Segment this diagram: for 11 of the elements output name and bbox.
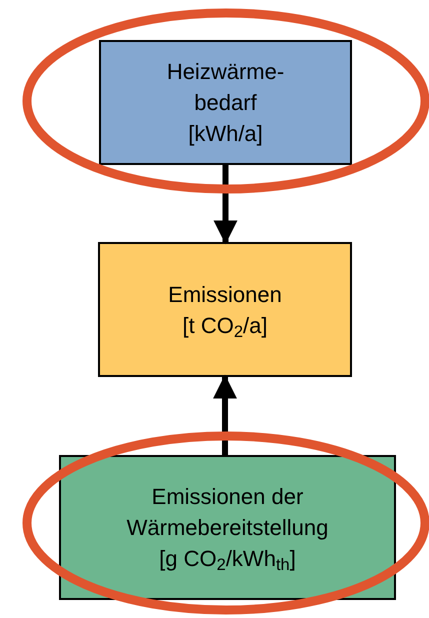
box-label: [g CO$_{2}$/kWh$_{th}$] xyxy=(159,545,296,574)
arrow xyxy=(213,374,237,455)
process-box xyxy=(98,242,352,377)
box-label: [t CO$_{2}$/a] xyxy=(182,312,268,340)
box-label: Emissionen xyxy=(168,280,282,308)
arrow xyxy=(214,165,238,244)
process-box xyxy=(99,40,352,165)
process-box xyxy=(59,455,396,600)
box-label: Heizwärme-bedarf xyxy=(166,58,286,117)
box-label: Emissionen der Wärmebereitstellung xyxy=(126,483,330,542)
box-label: [kWh/a] xyxy=(188,120,263,148)
